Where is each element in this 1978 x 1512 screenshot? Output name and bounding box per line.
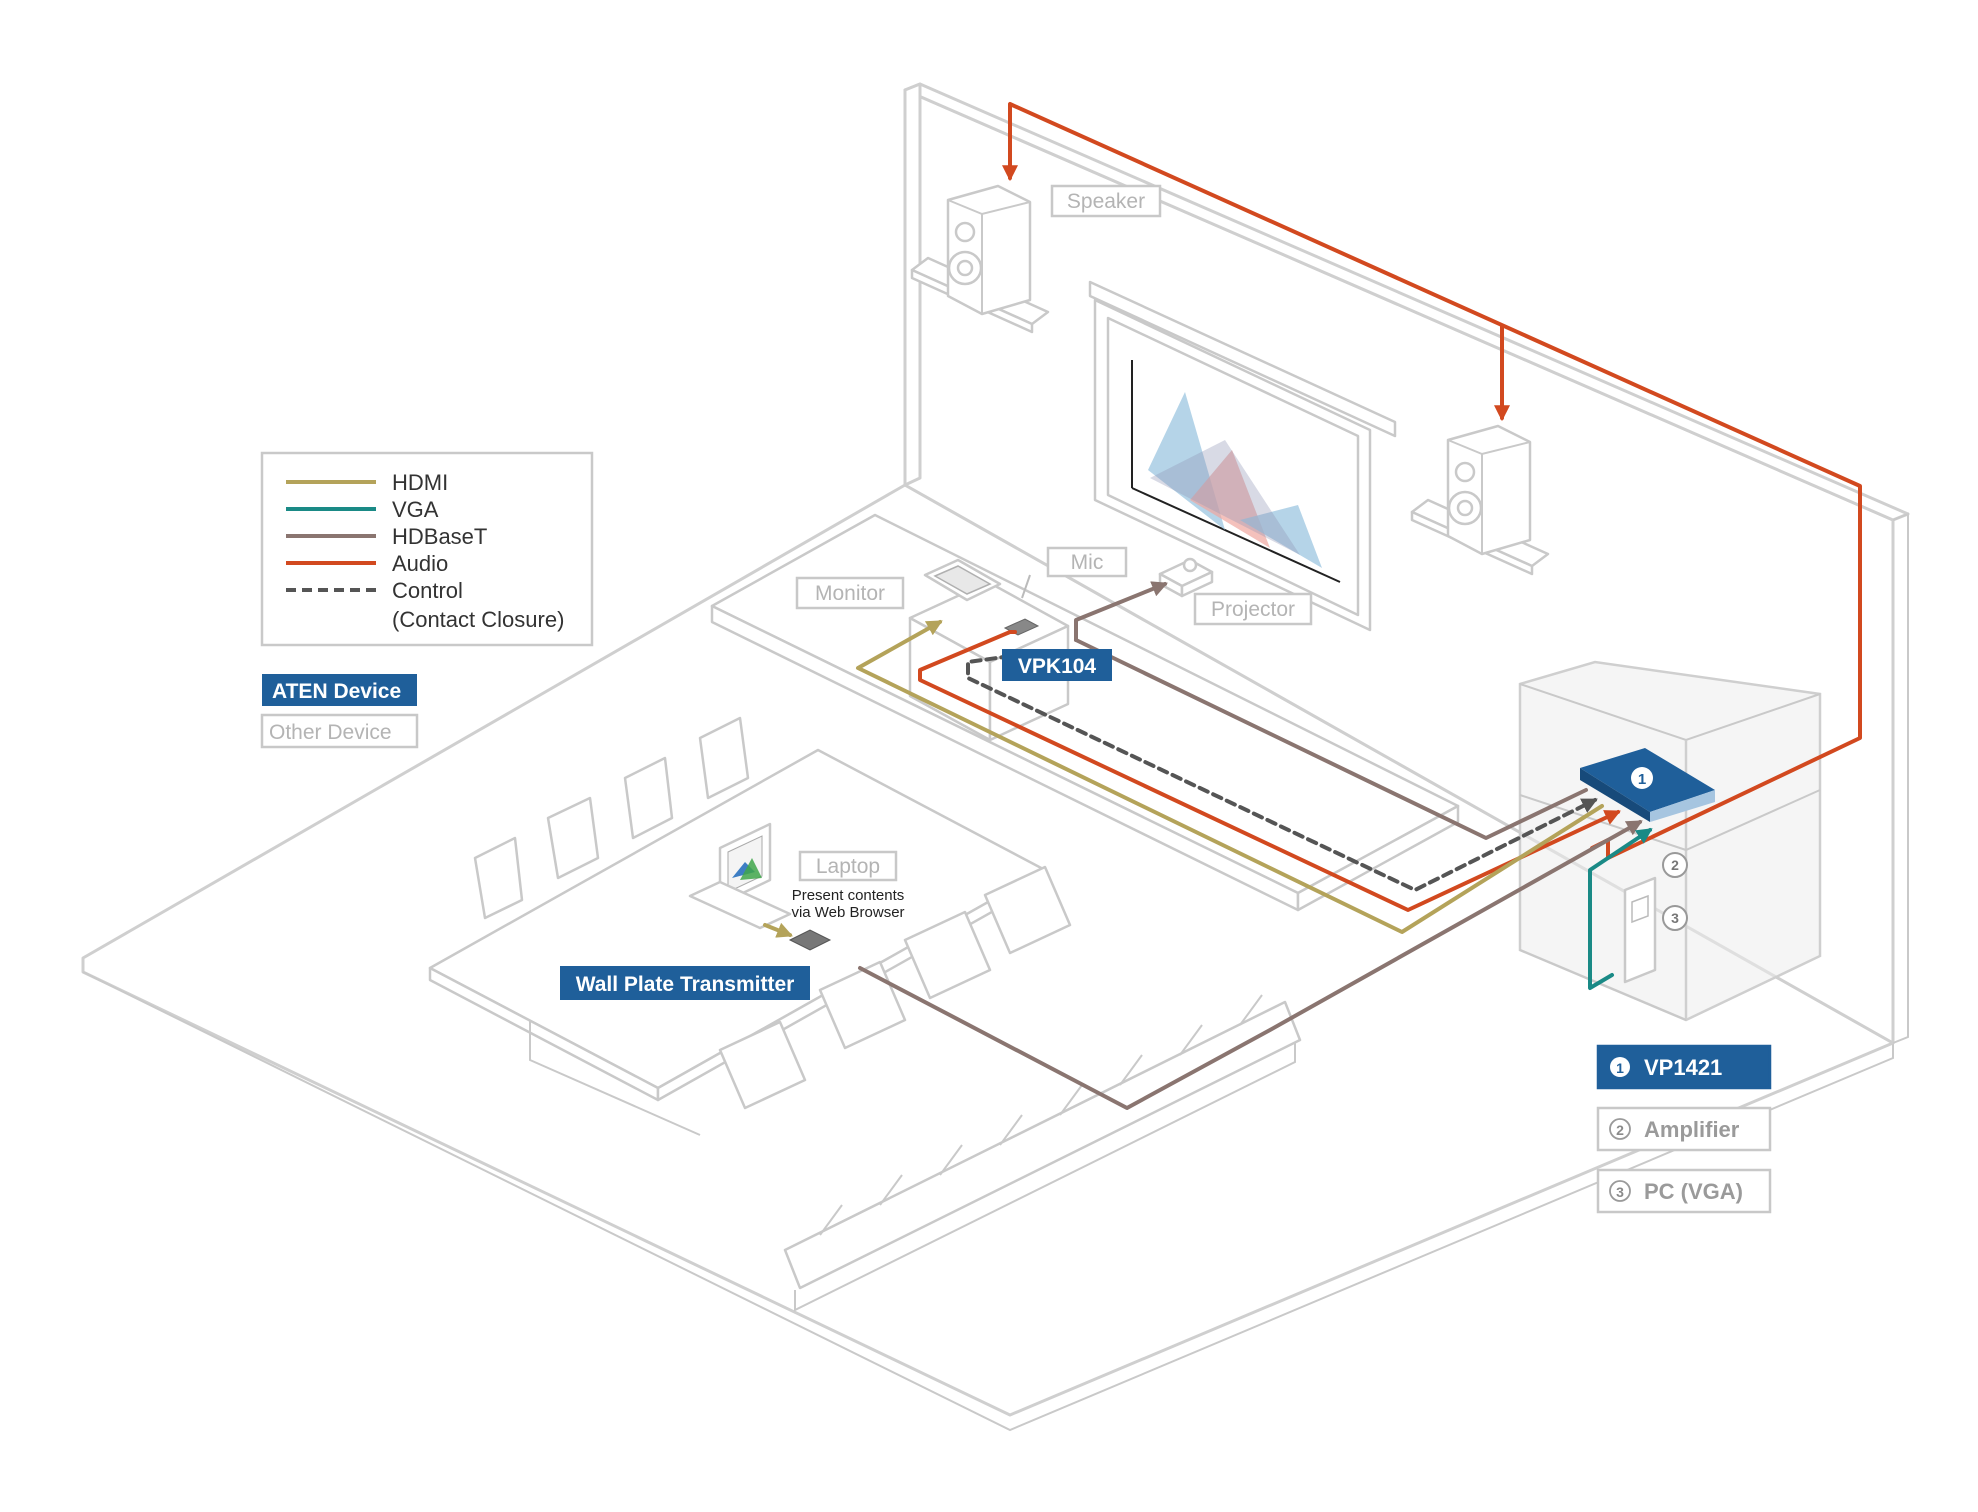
legend-label: Audio xyxy=(392,551,448,576)
legend-label: Control xyxy=(392,578,463,603)
equipment-rack xyxy=(1518,660,1822,1022)
device-list-box xyxy=(1596,1106,1772,1152)
vpk104-tag: VPK104 xyxy=(1002,649,1112,681)
device-list-item: 1 VP1421 xyxy=(1596,1044,1772,1090)
left-wall xyxy=(903,82,922,487)
wall-edge xyxy=(1892,512,1909,1044)
laptop xyxy=(688,822,792,930)
legend-label: HDMI xyxy=(392,470,448,495)
front-stage xyxy=(710,513,1460,912)
wall-plate xyxy=(788,929,832,951)
laptop-tag: Laptop xyxy=(798,850,898,882)
projector-tag: Projector xyxy=(1193,592,1313,626)
monitor-label: Monitor xyxy=(815,582,885,605)
hdbaset-cable-projector-rack xyxy=(1074,638,1588,840)
monitor-tag: Monitor xyxy=(795,576,905,610)
legend-item-audio: Audio xyxy=(286,551,448,576)
legend-item-vga: VGA xyxy=(286,497,439,522)
laptop-note-2: via Web Browser xyxy=(791,904,904,921)
floor-edge xyxy=(82,971,1894,1432)
wall-plate-tag: Wall Plate Transmitter xyxy=(560,966,810,1000)
svg-text:3: 3 xyxy=(1671,910,1679,926)
vpk104-label: VPK104 xyxy=(1018,655,1097,678)
cables xyxy=(763,102,1862,1110)
aten-device-key: ATEN Device xyxy=(262,674,417,706)
control-cable-vpk104 xyxy=(966,650,1598,892)
legend-item-control: Control xyxy=(286,578,463,603)
device-number-circle xyxy=(1609,1180,1631,1202)
hdbaset-cable-wall-plate xyxy=(858,820,1643,1110)
device-list: 1 VP1421 2 Amplifier 3 PC (VGA) xyxy=(1596,1044,1772,1214)
floor xyxy=(81,483,1895,1417)
laptop-note-1: Present contents xyxy=(792,887,905,904)
other-device-label: Other Device xyxy=(269,721,392,744)
device-list-label: VP1421 xyxy=(1644,1055,1722,1080)
chairs-front xyxy=(718,865,1072,1110)
device-number-circle xyxy=(1609,1118,1631,1140)
speaker-label: Speaker xyxy=(1067,190,1145,213)
audience-chairs xyxy=(783,994,1302,1312)
wall-plate-label: Wall Plate Transmitter xyxy=(576,973,795,996)
vp1421-device: 1 xyxy=(1580,748,1715,822)
svg-text:1: 1 xyxy=(1638,771,1646,788)
chairs-back xyxy=(473,716,750,920)
device-list-label: Amplifier xyxy=(1644,1117,1740,1142)
speaker-right xyxy=(1410,424,1550,576)
device-number-circle xyxy=(1610,1057,1630,1077)
projector xyxy=(1158,557,1214,598)
speaker-left xyxy=(910,184,1050,334)
other-device-key: Other Device xyxy=(260,713,419,749)
device-number: 3 xyxy=(1616,1184,1624,1200)
hdmi-cable-laptop xyxy=(763,922,793,938)
device-number: 1 xyxy=(1616,1060,1624,1076)
device-list-box xyxy=(1596,1168,1772,1214)
legend-item-hdmi: HDMI xyxy=(286,470,448,495)
legend-label: HDBaseT xyxy=(392,524,487,549)
speaker-tag: Speaker xyxy=(1050,184,1162,218)
legend-item-hdbaset: HDBaseT xyxy=(286,524,487,549)
mic-label: Mic xyxy=(1071,551,1104,574)
device-number: 2 xyxy=(1616,1122,1624,1138)
projector-label: Projector xyxy=(1211,598,1295,621)
mic-tag: Mic xyxy=(1046,546,1128,578)
aten-device-label: ATEN Device xyxy=(272,680,401,703)
pc-vga: 3 xyxy=(1623,876,1688,984)
hdmi-cable-monitor xyxy=(856,620,1604,934)
device-list-item: 2 Amplifier xyxy=(1596,1106,1772,1152)
legend-label: VGA xyxy=(392,497,439,522)
device-list-item: 3 PC (VGA) xyxy=(1596,1168,1772,1214)
device-list-label: PC (VGA) xyxy=(1644,1179,1743,1204)
legend-box xyxy=(260,451,594,647)
vga-cable-pc xyxy=(1588,828,1653,990)
audio-cable-mic xyxy=(918,630,1621,912)
projection-screen xyxy=(1088,280,1397,632)
laptop-label: Laptop xyxy=(816,855,880,878)
amplifier: 2 xyxy=(1662,852,1688,878)
hdbaset-cable-projector xyxy=(1074,581,1168,642)
legend-control-note: (Contact Closure) xyxy=(392,607,564,632)
svg-text:2: 2 xyxy=(1671,857,1679,873)
